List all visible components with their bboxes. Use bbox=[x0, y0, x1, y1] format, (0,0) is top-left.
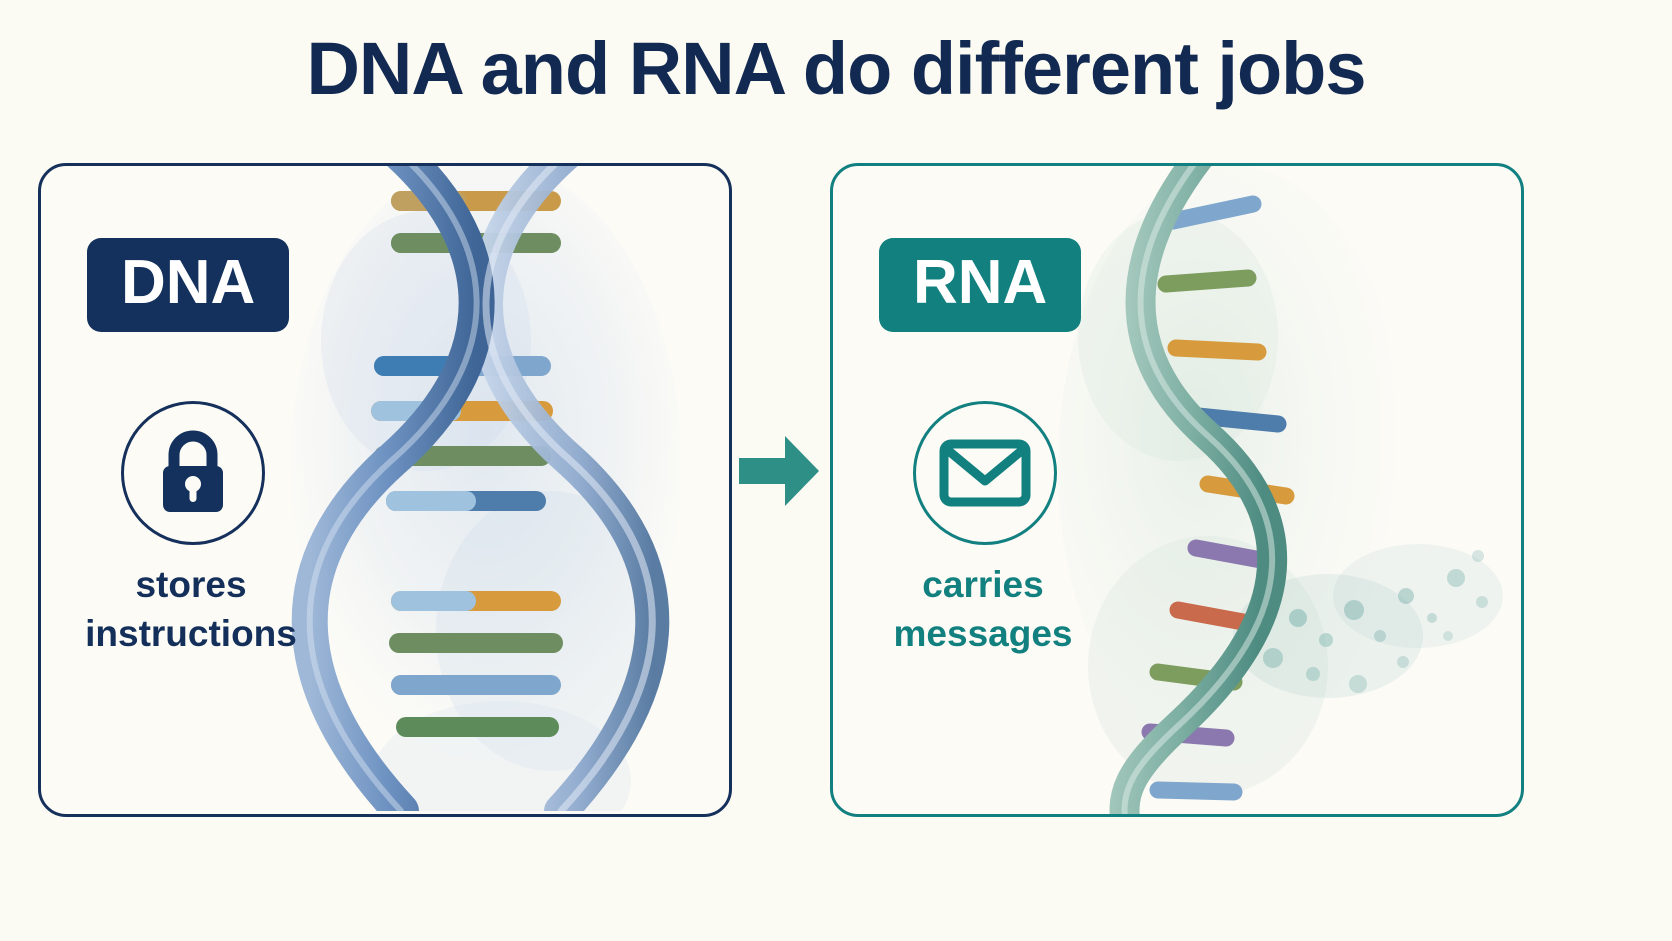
dna-double-helix-illustration bbox=[291, 166, 681, 811]
lock-icon bbox=[163, 430, 223, 512]
flow-arrow-icon bbox=[739, 436, 819, 506]
caption-rna: carries messages bbox=[833, 561, 1133, 659]
panel-rna: RNA carries messages bbox=[830, 163, 1524, 817]
envelope-icon-circle bbox=[913, 401, 1057, 545]
caption-dna-line2: instructions bbox=[85, 612, 297, 654]
lock-icon-circle bbox=[121, 401, 265, 545]
badge-rna: RNA bbox=[879, 238, 1082, 332]
caption-rna-line1: carries bbox=[922, 564, 1044, 605]
envelope-icon bbox=[939, 439, 1031, 507]
page-title: DNA and RNA do different jobs bbox=[306, 27, 1366, 110]
caption-rna-line2: messages bbox=[893, 612, 1073, 654]
caption-dna-line1: stores bbox=[135, 564, 247, 605]
badge-dna: DNA bbox=[87, 238, 290, 332]
rna-single-strand-illustration bbox=[1058, 166, 1503, 814]
panel-dna: DNA stores instructions bbox=[38, 163, 732, 817]
caption-dna: stores instructions bbox=[41, 561, 341, 659]
